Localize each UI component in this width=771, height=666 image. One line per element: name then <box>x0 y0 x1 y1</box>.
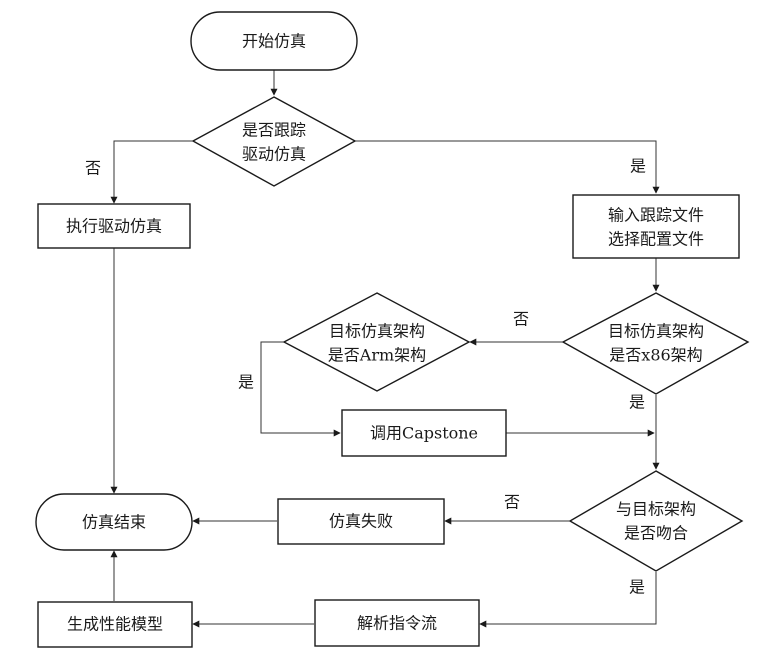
label-x86-no: 否 <box>513 310 529 329</box>
node-input-trace-label-2: 选择配置文件 <box>608 230 704 249</box>
node-decision-arm-label-2: 是否Arm架构 <box>328 346 426 365</box>
edge-match-yes-to-parse <box>479 572 657 628</box>
label-match-no: 否 <box>504 493 520 512</box>
node-decision-trace: 是否跟踪 驱动仿真 <box>191 96 357 187</box>
node-decision-x86: 目标仿真架构 是否x86架构 <box>561 292 750 395</box>
label-trace-yes: 是 <box>630 157 646 176</box>
edges <box>110 70 660 628</box>
node-decision-arm-label-1: 目标仿真架构 <box>329 322 425 341</box>
node-model-label: 生成性能模型 <box>67 615 163 634</box>
node-decision-match-label-1: 与目标架构 <box>616 500 696 519</box>
node-fail: 仿真失败 <box>277 498 445 545</box>
node-parse-label: 解析指令流 <box>357 614 437 633</box>
node-input-trace-label-1: 输入跟踪文件 <box>608 206 704 225</box>
edge-trace-yes-to-input <box>355 140 660 194</box>
node-decision-trace-label-1: 是否跟踪 <box>242 121 306 140</box>
node-decision-match-label-2: 是否吻合 <box>624 524 688 543</box>
node-decision-x86-label-1: 目标仿真架构 <box>608 322 704 341</box>
node-capstone-label: 调用Capstone <box>370 424 478 443</box>
node-decision-arm: 目标仿真架构 是否Arm架构 <box>282 292 471 392</box>
node-input-trace: 输入跟踪文件 选择配置文件 <box>572 194 740 259</box>
node-exec-drive: 执行驱动仿真 <box>37 203 191 249</box>
label-trace-no: 否 <box>85 159 101 178</box>
edge-arm-yes-to-capstone <box>260 341 341 437</box>
label-arm-yes: 是 <box>238 373 254 392</box>
node-parse: 解析指令流 <box>314 599 480 647</box>
node-end: 仿真结束 <box>35 493 193 551</box>
node-decision-x86-label-2: 是否x86架构 <box>609 346 702 365</box>
node-exec-drive-label: 执行驱动仿真 <box>66 217 162 236</box>
edge-trace-no-to-exec-drive <box>110 140 193 204</box>
node-capstone: 调用Capstone <box>341 409 507 457</box>
node-end-label: 仿真结束 <box>82 513 146 532</box>
label-match-yes: 是 <box>629 578 645 597</box>
node-start: 开始仿真 <box>190 11 358 71</box>
node-decision-match: 与目标架构 是否吻合 <box>568 470 744 572</box>
node-start-label: 开始仿真 <box>242 32 306 51</box>
label-x86-yes: 是 <box>629 393 645 412</box>
node-fail-label: 仿真失败 <box>329 512 393 531</box>
node-decision-trace-label-2: 驱动仿真 <box>242 145 306 164</box>
branch-labels: 否 是 否 是 是 否 是 <box>85 157 646 597</box>
node-model: 生成性能模型 <box>37 601 193 648</box>
